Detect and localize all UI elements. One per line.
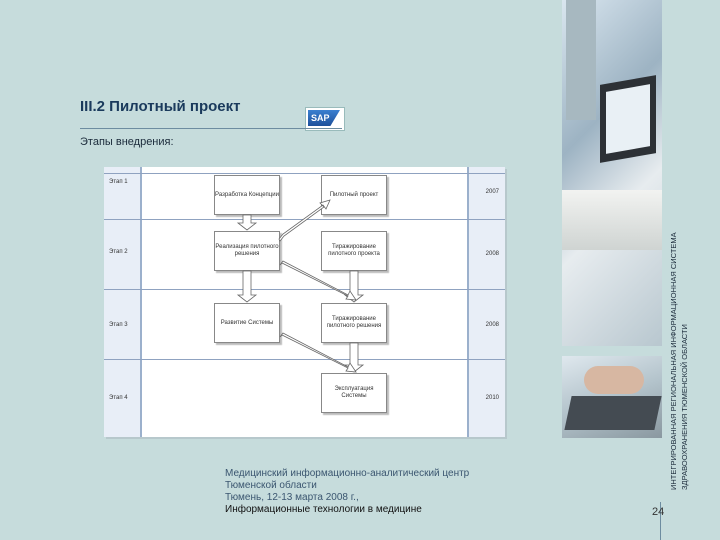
row-divider <box>104 359 505 360</box>
box-pilot-project: Пилотный проект <box>321 175 387 215</box>
photo-desk <box>562 190 662 250</box>
keyboard-photo <box>562 356 662 438</box>
year-label: 2008 <box>485 322 499 328</box>
stage-column <box>104 167 142 437</box>
year-label: 2008 <box>485 251 499 257</box>
title-underline <box>80 128 342 129</box>
row-divider <box>104 289 505 290</box>
arrow-diagonal-down <box>279 260 357 301</box>
box-concept: Разработка Концепции <box>214 175 280 215</box>
caption-line-1: ИНТЕГРИРОВАННАЯ РЕГИОНАЛЬНАЯ ИНФОРМАЦИОН… <box>669 232 678 490</box>
stage-label: Этап 1 <box>109 179 128 185</box>
footer-event: Информационные технологии в медицине <box>225 504 422 515</box>
photo-cabinet <box>566 0 596 120</box>
arrow-diagonal-up <box>278 199 331 242</box>
photo-hand <box>584 366 644 394</box>
sap-logo: SAP <box>305 107 345 131</box>
photo-screen <box>606 84 650 154</box>
stage-label: Этап 2 <box>109 249 128 255</box>
box-pilot-replication: Тиражирование пилотного проекта <box>321 231 387 271</box>
year-column <box>467 167 505 437</box>
year-label: 2007 <box>485 189 499 195</box>
box-system-operation: Эксплуатация Системы <box>321 373 387 413</box>
year-label: 2010 <box>485 395 499 401</box>
box-solution-replication: Тиражирование пилотного решения <box>321 303 387 343</box>
box-system-development: Развитие Системы <box>214 303 280 343</box>
implementation-stages-diagram: Этап 1 Этап 2 Этап 3 Этап 4 2007 2008 20… <box>104 167 505 437</box>
vertical-caption: ИНТЕГРИРОВАННАЯ РЕГИОНАЛЬНАЯ ИНФОРМАЦИОН… <box>668 200 690 490</box>
box-pilot-implementation: Реализация пилотного решения <box>214 231 280 271</box>
office-photo <box>562 0 662 346</box>
slide-title: III.2 Пилотный проект <box>80 98 241 115</box>
footer-org: Медицинский информационно-аналитический … <box>225 468 470 479</box>
arrow-diagonal-down <box>279 332 357 373</box>
stage-label: Этап 3 <box>109 322 128 328</box>
footer-region: Тюменской области <box>225 480 317 491</box>
footer-date: Тюмень, 12-13 марта 2008 г., <box>225 492 359 503</box>
arrow-down <box>236 270 258 303</box>
stage-label: Этап 4 <box>109 395 128 401</box>
sap-logo-text: SAP <box>308 110 340 126</box>
arrow-down <box>236 214 258 231</box>
photo-keyboard <box>564 396 662 430</box>
page-number: 24 <box>652 506 665 518</box>
caption-line-2: ЗДРАВООХРАНЕНИЯ ТЮМЕНСКОЙ ОБЛАСТИ <box>680 324 689 490</box>
row-divider <box>104 173 505 174</box>
slide-subtitle: Этапы внедрения: <box>80 136 174 148</box>
footer: Медицинский информационно-аналитический … <box>225 468 469 516</box>
flow-arrows <box>236 199 365 373</box>
page-number-divider <box>660 502 661 540</box>
